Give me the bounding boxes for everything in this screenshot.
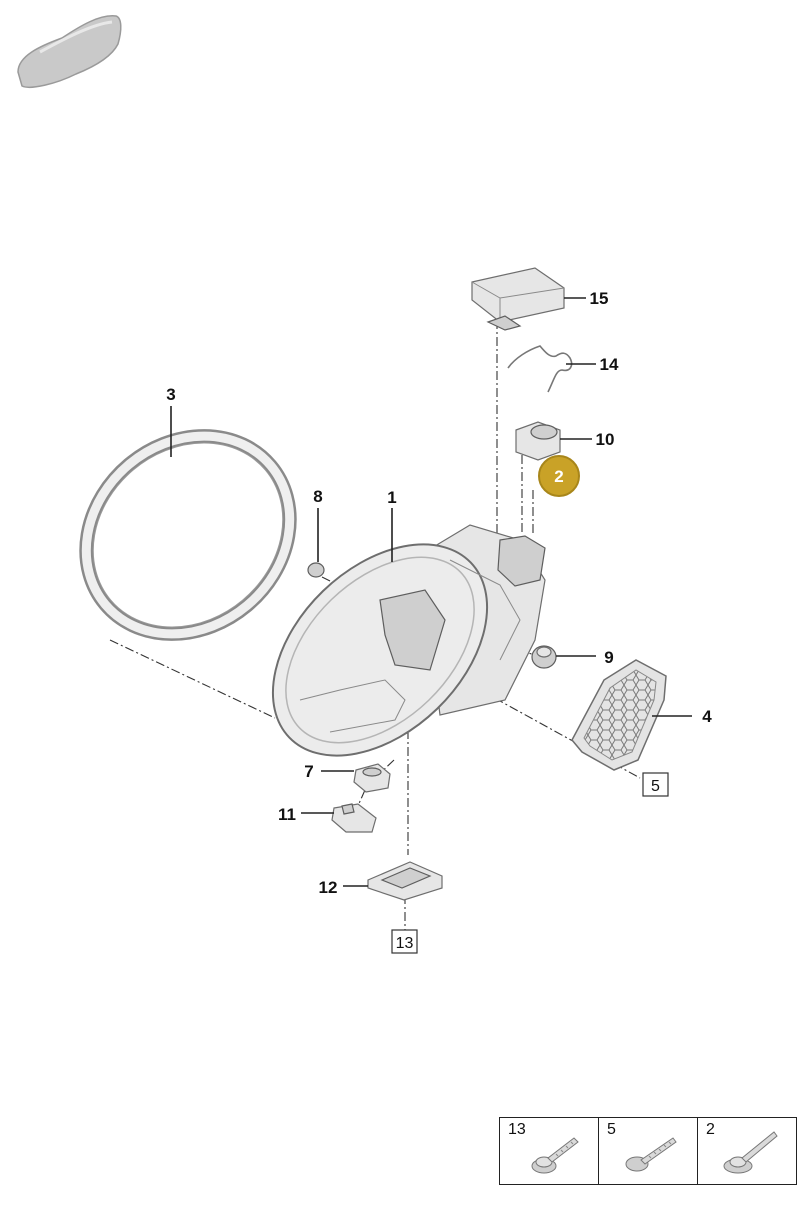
plate-part[interactable] bbox=[367, 861, 443, 901]
small-bulb-part[interactable] bbox=[307, 562, 325, 578]
svg-text:5: 5 bbox=[651, 778, 660, 795]
highlight-badge-2[interactable]: 2 bbox=[538, 455, 580, 497]
legend-number: 13 bbox=[508, 1121, 526, 1138]
assembly-lines bbox=[109, 320, 641, 930]
screw-icon bbox=[625, 1137, 677, 1172]
legend-number: 5 bbox=[607, 1121, 616, 1138]
callout-10: 10 bbox=[596, 430, 615, 449]
callout-12: 12 bbox=[319, 878, 338, 897]
module-part[interactable] bbox=[331, 803, 377, 833]
wire-clip-part[interactable] bbox=[507, 345, 573, 393]
honeycomb-grille-part[interactable] bbox=[571, 659, 667, 771]
washer-bolt-icon bbox=[723, 1131, 778, 1174]
callout-9: 9 bbox=[604, 648, 613, 667]
boxed-ref-13[interactable]: 13 bbox=[391, 929, 418, 954]
callout-8: 8 bbox=[313, 487, 322, 506]
ring-socket-part[interactable] bbox=[353, 763, 391, 793]
headlight-housing-part[interactable] bbox=[232, 503, 546, 796]
callout-15: 15 bbox=[590, 289, 609, 308]
bezel-ring-part[interactable] bbox=[46, 395, 330, 675]
fastener-legend: 13 5 2 bbox=[499, 1117, 797, 1185]
legend-number: 2 bbox=[706, 1121, 715, 1138]
control-unit-part[interactable] bbox=[471, 267, 565, 331]
callout-1: 1 bbox=[387, 488, 396, 507]
cap-part[interactable] bbox=[531, 645, 557, 669]
flange-bolt-icon bbox=[531, 1137, 579, 1174]
callout-7: 7 bbox=[304, 762, 313, 781]
boxed-ref-5[interactable]: 5 bbox=[642, 772, 669, 797]
socket-part[interactable] bbox=[515, 421, 561, 461]
callout-3: 3 bbox=[166, 385, 175, 404]
leader-lines bbox=[170, 297, 692, 887]
callout-11: 11 bbox=[278, 805, 296, 824]
car-thumbnail-icon[interactable] bbox=[17, 15, 122, 88]
legend-cell-2[interactable]: 2 bbox=[698, 1118, 796, 1184]
svg-text:13: 13 bbox=[396, 935, 414, 952]
svg-text:2: 2 bbox=[554, 467, 563, 486]
legend-cell-13[interactable]: 13 bbox=[500, 1118, 599, 1184]
callout-labels: 1 3 4 7 8 9 10 11 12 14 15 bbox=[166, 289, 712, 897]
legend-cell-5[interactable]: 5 bbox=[599, 1118, 698, 1184]
callout-14: 14 bbox=[600, 355, 619, 374]
callout-4: 4 bbox=[702, 707, 712, 726]
